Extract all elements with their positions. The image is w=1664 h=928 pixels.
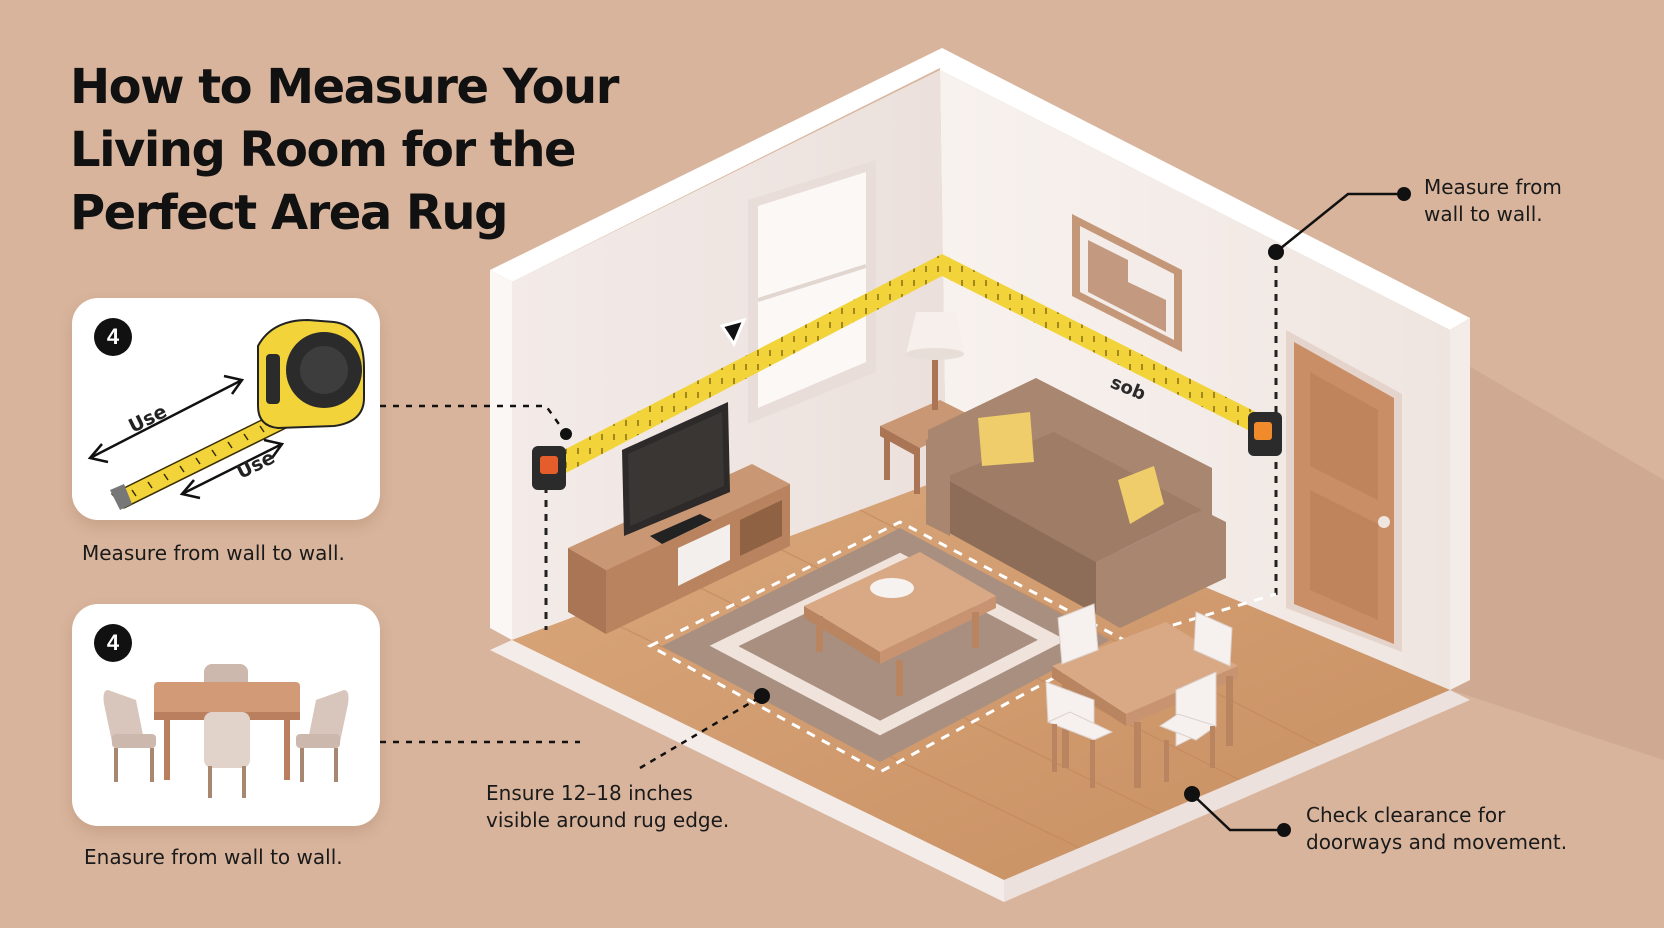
step-badge: 4 (94, 318, 132, 356)
side-table (880, 400, 980, 448)
door-knob (1378, 516, 1390, 528)
wall-edge-left (490, 270, 512, 640)
floor-edge-right (1004, 690, 1470, 902)
lamp-shade (906, 312, 964, 354)
cushion-right (1118, 466, 1164, 524)
callout-dots (560, 187, 1411, 837)
tape-measure-icon (87, 318, 365, 510)
page-title: How to Measure Your Living Room for the … (70, 59, 619, 241)
wall-top-right (940, 48, 1470, 330)
wall-edge-right (1450, 318, 1470, 690)
step-card-dining-set: 4 (72, 604, 380, 826)
dining-chairs (1045, 603, 1233, 747)
cushion-left (978, 412, 1034, 466)
callout-wall-to-wall: Measure from wall to wall. (1424, 175, 1562, 226)
tape-marker-icon (719, 317, 747, 348)
dining-set-icon (103, 664, 349, 798)
bowl (870, 578, 914, 598)
sofa-arm (1096, 510, 1226, 628)
floor-edge-left (490, 640, 1004, 902)
lamp-stand (932, 354, 938, 410)
callout-leaders (380, 192, 1404, 832)
step-caption: Measure from wall to wall. (82, 541, 345, 565)
callout-clearance: Check clearance for doorways and movemen… (1306, 803, 1568, 854)
dining-table-top (1052, 622, 1238, 714)
wall-top-left (490, 48, 960, 282)
callout-rug-edge: Ensure 12–18 inches visible around rug e… (486, 781, 730, 832)
sofa-seat (944, 432, 1202, 562)
step-caption: Enasure from wall to wall. (84, 845, 343, 869)
tv-stand-front (568, 548, 606, 634)
step-card-tape-measure: 4 Use Use (72, 298, 380, 520)
tv-stand-top (568, 464, 790, 570)
sofa-front (944, 478, 1096, 614)
step-badge: 4 (94, 624, 132, 662)
wall-tape-measure (532, 254, 1282, 490)
coffee-table-top (804, 552, 996, 652)
